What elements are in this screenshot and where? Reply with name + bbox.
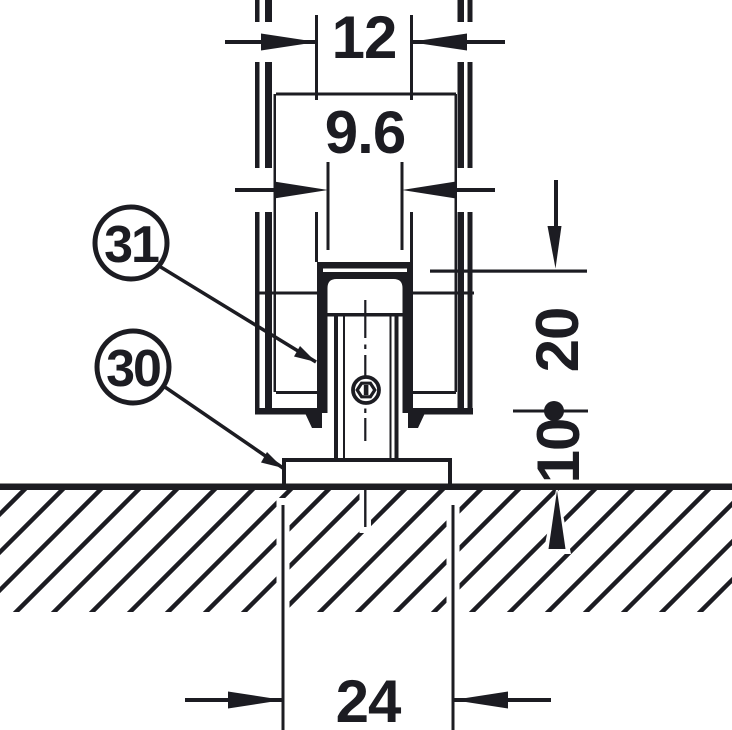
hatch-line	[696, 576, 732, 612]
dimension-dot	[544, 401, 564, 421]
hatch-line	[88, 490, 218, 612]
hatch-line	[620, 500, 732, 612]
arrow-down-icon	[547, 226, 562, 269]
guide-post	[334, 316, 399, 458]
floor-hatch	[0, 490, 732, 612]
hatch-line	[658, 538, 732, 612]
hatch-line	[354, 490, 484, 612]
hatch-line	[0, 490, 28, 518]
channel-foot-left	[305, 413, 322, 428]
channel-foot-right	[408, 413, 425, 428]
floor-line	[0, 483, 732, 490]
leader-arrow-icon	[294, 346, 316, 362]
arrow-left-icon	[410, 33, 467, 51]
arrow-right-icon	[261, 33, 317, 51]
dimension-12: 12	[225, 4, 505, 262]
hatch-line	[0, 490, 104, 594]
floor-guide-base	[282, 458, 452, 488]
hatch-line	[582, 490, 712, 612]
hatch-line	[202, 490, 332, 612]
channel-top-slit	[323, 268, 407, 272]
dimension-10: 10	[513, 401, 592, 483]
hatch-line	[278, 490, 408, 612]
screw-slot	[363, 385, 369, 395]
callout-circle	[94, 328, 172, 406]
dim-label-floor-clearance: 10	[525, 419, 592, 484]
callout-31: 31	[92, 204, 317, 364]
hatch-line	[164, 490, 294, 612]
dimension-9-6: 9.6	[235, 99, 495, 250]
dimension-24: 24	[185, 505, 551, 730]
door-panel	[255, 0, 474, 415]
dim-label-inner-width: 9.6	[325, 99, 405, 166]
dim-label-top-width: 12	[332, 4, 397, 71]
arrow-left-icon	[402, 181, 456, 199]
hatch-line	[468, 490, 598, 612]
hatch-line	[506, 490, 636, 612]
leader-line	[158, 264, 317, 364]
hatch-line	[240, 490, 370, 612]
arrow-left-icon	[453, 691, 508, 709]
callout-label-30: 30	[106, 340, 160, 398]
channel-insert	[327, 279, 403, 313]
hatch-line	[544, 490, 674, 612]
arrow-up-icon	[548, 490, 566, 549]
dimension-20: 20	[430, 180, 591, 372]
callout-label-31: 31	[104, 216, 159, 274]
leader-arrow-icon	[261, 452, 283, 468]
hatch-line	[50, 490, 180, 612]
callout-circle	[92, 204, 170, 282]
hatch-line	[126, 490, 256, 612]
dim-label-base-width: 24	[336, 668, 402, 730]
floor	[0, 483, 732, 616]
hatch-line	[316, 490, 446, 612]
hatch-line	[12, 490, 142, 612]
callout-30: 30	[94, 328, 284, 470]
hatch-line	[0, 490, 66, 556]
leader-line	[161, 383, 284, 470]
arrow-right-icon	[228, 691, 283, 709]
arrow-right-icon	[274, 181, 328, 199]
dim-label-engagement-height: 20	[524, 308, 591, 373]
